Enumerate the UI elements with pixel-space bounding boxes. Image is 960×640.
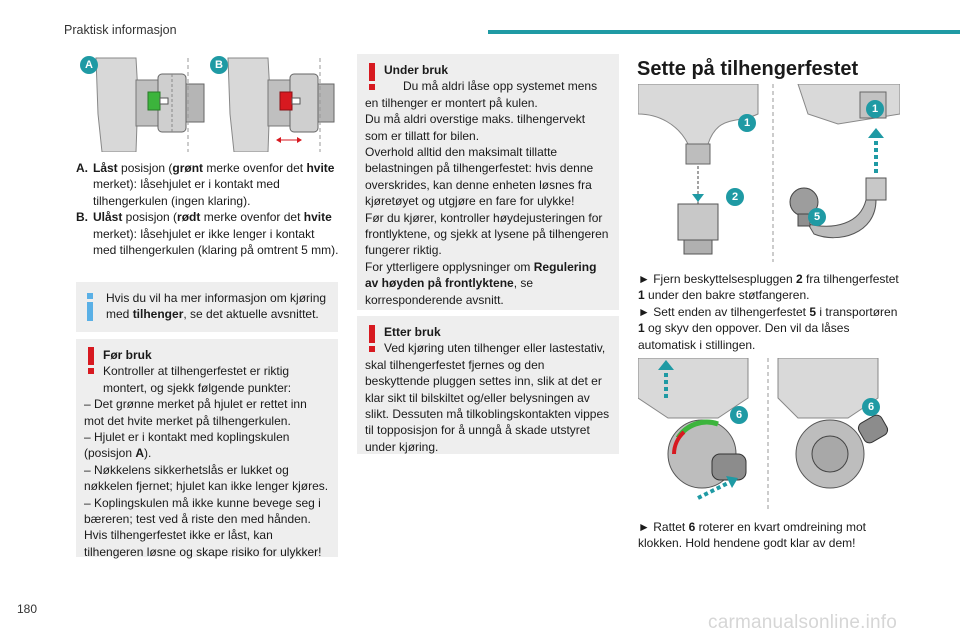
page-number: 180 [17, 602, 38, 616]
wheel-rotation-illustration [637, 357, 889, 510]
callout-1-right: 1 [866, 100, 884, 118]
callout-1-left: 1 [738, 114, 756, 132]
legend-key-a: A. [76, 161, 88, 175]
step-arrow-icon: ► [638, 305, 650, 319]
callout-6-left: 6 [730, 406, 748, 424]
legend-a-locked: Låst [93, 161, 118, 175]
header-accent-bar [488, 30, 960, 34]
warning-before-title: Før bruk [103, 348, 152, 362]
callout-6-right: 6 [862, 398, 880, 416]
warning-during-title: Under bruk [384, 63, 449, 77]
figure-lock-positions: A B [76, 54, 338, 153]
callout-2: 2 [726, 188, 744, 206]
warning-box-after-use: Etter bruk Ved kjøring uten tilhenger el… [357, 316, 619, 454]
fitting-steps-illustration [637, 83, 901, 262]
warning-icon [369, 63, 375, 90]
warning-icon [369, 325, 375, 352]
legend-b-unlocked: Ulåst [93, 210, 123, 225]
section-title: Sette på tilhengerfestet [637, 58, 859, 80]
figure-label-a: A [80, 56, 98, 74]
info-box-towing: Hvis du vil ha mer informasjon om kjørin… [76, 282, 338, 332]
warning-icon [88, 347, 94, 374]
legend-item-a: A. Låst posisjon (grønt merke ovenfor de… [76, 161, 335, 208]
step-arrow-icon: ► [638, 520, 650, 534]
figure-fitting-steps: 1 2 1 5 [637, 83, 901, 262]
step-insert-towbar: ► Sett enden av tilhengerfestet 5 i tran… [638, 305, 898, 352]
warning-after-title: Etter bruk [384, 325, 441, 339]
step-remove-plug: ► Fjern beskyttelsespluggen 2 fra tilhen… [638, 272, 899, 303]
step-wheel-rotates: ► Rattet 6 roterer en kvart omdreining m… [638, 520, 867, 551]
warning-box-during-use: Under bruk Du må aldri låse opp systemet… [357, 54, 619, 310]
lock-positions-illustration [95, 57, 335, 153]
callout-5: 5 [808, 208, 826, 226]
step-arrow-icon: ► [638, 272, 650, 286]
figure-label-b: B [210, 56, 228, 74]
page-header-title: Praktisk informasjon [64, 23, 177, 37]
lock-position-legend: A. Låst posisjon (grønt merke ovenfor de… [76, 160, 340, 258]
figure-wheel-rotation: 6 6 [637, 357, 900, 510]
legend-item-b: B. Ulåst posisjon (rødt merke ovenfor de… [76, 210, 339, 258]
info-icon [87, 293, 93, 321]
legend-key-b: B. [76, 210, 88, 225]
warning-box-before-use: Før bruk Kontroller at tilhengerfestet e… [76, 333, 338, 559]
watermark: carmanualsonline.info [708, 612, 898, 633]
